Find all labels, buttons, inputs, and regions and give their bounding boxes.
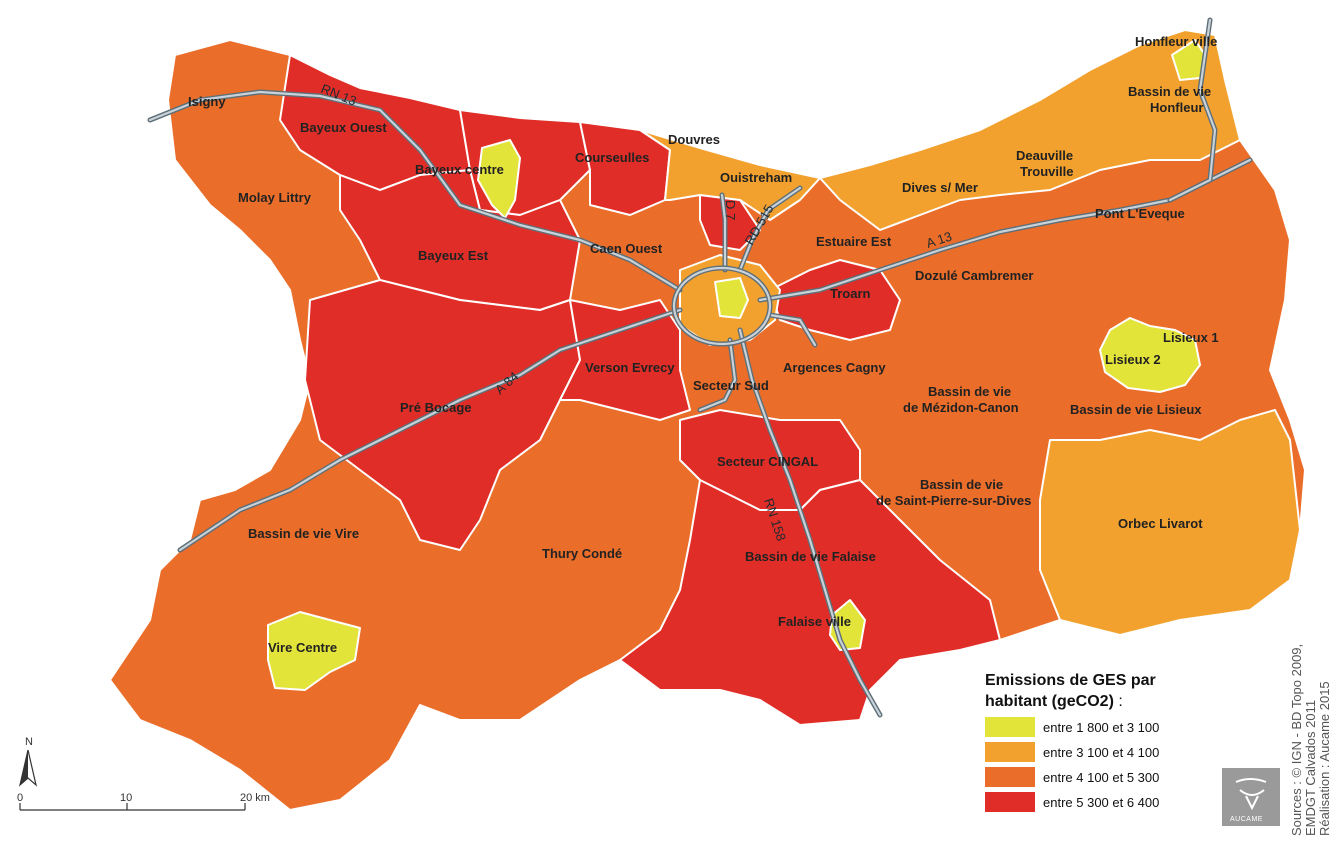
legend-title: Emissions de GES par xyxy=(985,672,1156,689)
source-line-3: Réalisation : Aucame 2015 xyxy=(1317,681,1332,836)
scale-tick-20: 20 km xyxy=(240,792,270,804)
aucame-logo: AUCAME xyxy=(1222,768,1280,826)
zone-orbec-livarot xyxy=(1039,409,1301,636)
place-label: Caen Ouest xyxy=(590,241,663,256)
place-label: Bassin de vie xyxy=(1128,84,1211,99)
place-label: de Saint-Pierre-sur-Dives xyxy=(876,493,1031,508)
place-label: Molay Littry xyxy=(238,190,312,205)
place-label: Troarn xyxy=(830,286,871,301)
place-label: Courseulles xyxy=(575,150,649,165)
source-line-1: Sources : © IGN - BD Topo 2009, xyxy=(1289,644,1304,836)
zone-vire-centre xyxy=(267,611,361,691)
place-label: Lisieux 2 xyxy=(1105,352,1161,367)
place-label: Verson Evrecy xyxy=(585,360,675,375)
place-label: Bassin de vie Vire xyxy=(248,526,359,541)
legend: Emissions de GES par habitant (geCO2) : … xyxy=(985,672,1159,812)
legend-swatch-1 xyxy=(985,717,1035,737)
place-label: Bassin de vie Falaise xyxy=(745,549,876,564)
place-label: Trouville xyxy=(1020,164,1073,179)
place-label: Dives s/ Mer xyxy=(902,180,978,195)
legend-label-1: entre 1 800 et 3 100 xyxy=(1043,720,1159,735)
legend-swatch-2 xyxy=(985,742,1035,762)
place-label: Honfleur ville xyxy=(1135,34,1217,49)
place-label: Falaise ville xyxy=(778,614,851,629)
logo-text: AUCAME xyxy=(1230,816,1263,823)
north-label: N xyxy=(25,736,33,748)
zone-falaise xyxy=(619,479,1001,726)
place-label: Bassin de vie xyxy=(928,384,1011,399)
place-label: Ouistreham xyxy=(720,170,792,185)
place-label: Bayeux centre xyxy=(415,162,504,177)
place-label: Orbec Livarot xyxy=(1118,516,1203,531)
place-label: Thury Condé xyxy=(542,546,622,561)
place-label: Douvres xyxy=(668,132,720,147)
place-label: Isigny xyxy=(188,94,226,109)
scale-tick-10: 10 xyxy=(120,792,132,804)
place-label: Honfleur xyxy=(1150,100,1203,115)
source-line-2: EMDGT Calvados 2011 xyxy=(1303,700,1318,836)
place-label: Bassin de vie Lisieux xyxy=(1070,402,1202,417)
legend-swatch-3 xyxy=(985,767,1035,787)
zone-douvres-ouistreham xyxy=(639,129,821,221)
place-label: de Mézidon-Canon xyxy=(903,400,1019,415)
zone-lisieux xyxy=(1099,317,1201,393)
legend-label-2: entre 3 100 et 4 100 xyxy=(1043,745,1159,760)
place-label: Lisieux 1 xyxy=(1163,330,1219,345)
place-labels: Isigny Bayeux Ouest Bayeux centre Course… xyxy=(188,34,1219,655)
zone-caen-centre xyxy=(714,277,749,319)
place-label: Bayeux Est xyxy=(418,248,489,263)
place-label: Secteur CINGAL xyxy=(717,454,818,469)
zone-bayeux-centre xyxy=(477,139,521,219)
road-network xyxy=(147,17,1253,718)
place-label: Bayeux Ouest xyxy=(300,120,387,135)
place-label: Secteur Sud xyxy=(693,378,769,393)
place-label: Bassin de vie xyxy=(920,477,1003,492)
place-label: Dozulé Cambremer xyxy=(915,268,1033,283)
place-label: Pont L'Eveque xyxy=(1095,206,1185,221)
sources-text: Sources : © IGN - BD Topo 2009, EMDGT Ca… xyxy=(1289,644,1332,836)
place-label: Argences Cagny xyxy=(783,360,886,375)
scale-tick-0: 0 xyxy=(17,792,23,804)
place-label: Deauville xyxy=(1016,148,1073,163)
road-label-d7: D 7 xyxy=(723,200,738,220)
place-label: Pré Bocage xyxy=(400,400,472,415)
zone-pre-bocage xyxy=(304,279,581,551)
place-label: Estuaire Est xyxy=(816,234,892,249)
legend-label-3: entre 4 100 et 5 300 xyxy=(1043,770,1159,785)
zone-verson-evrecy xyxy=(559,299,691,421)
north-arrow: N xyxy=(19,736,37,787)
scale-bar: 0 10 20 km xyxy=(17,792,270,811)
legend-title-line2: habitant (geCO2) : xyxy=(985,693,1123,710)
legend-label-4: entre 5 300 et 6 400 xyxy=(1043,795,1159,810)
legend-swatch-4 xyxy=(985,792,1035,812)
place-label: Vire Centre xyxy=(268,640,337,655)
zone-coast-east xyxy=(819,29,1241,231)
